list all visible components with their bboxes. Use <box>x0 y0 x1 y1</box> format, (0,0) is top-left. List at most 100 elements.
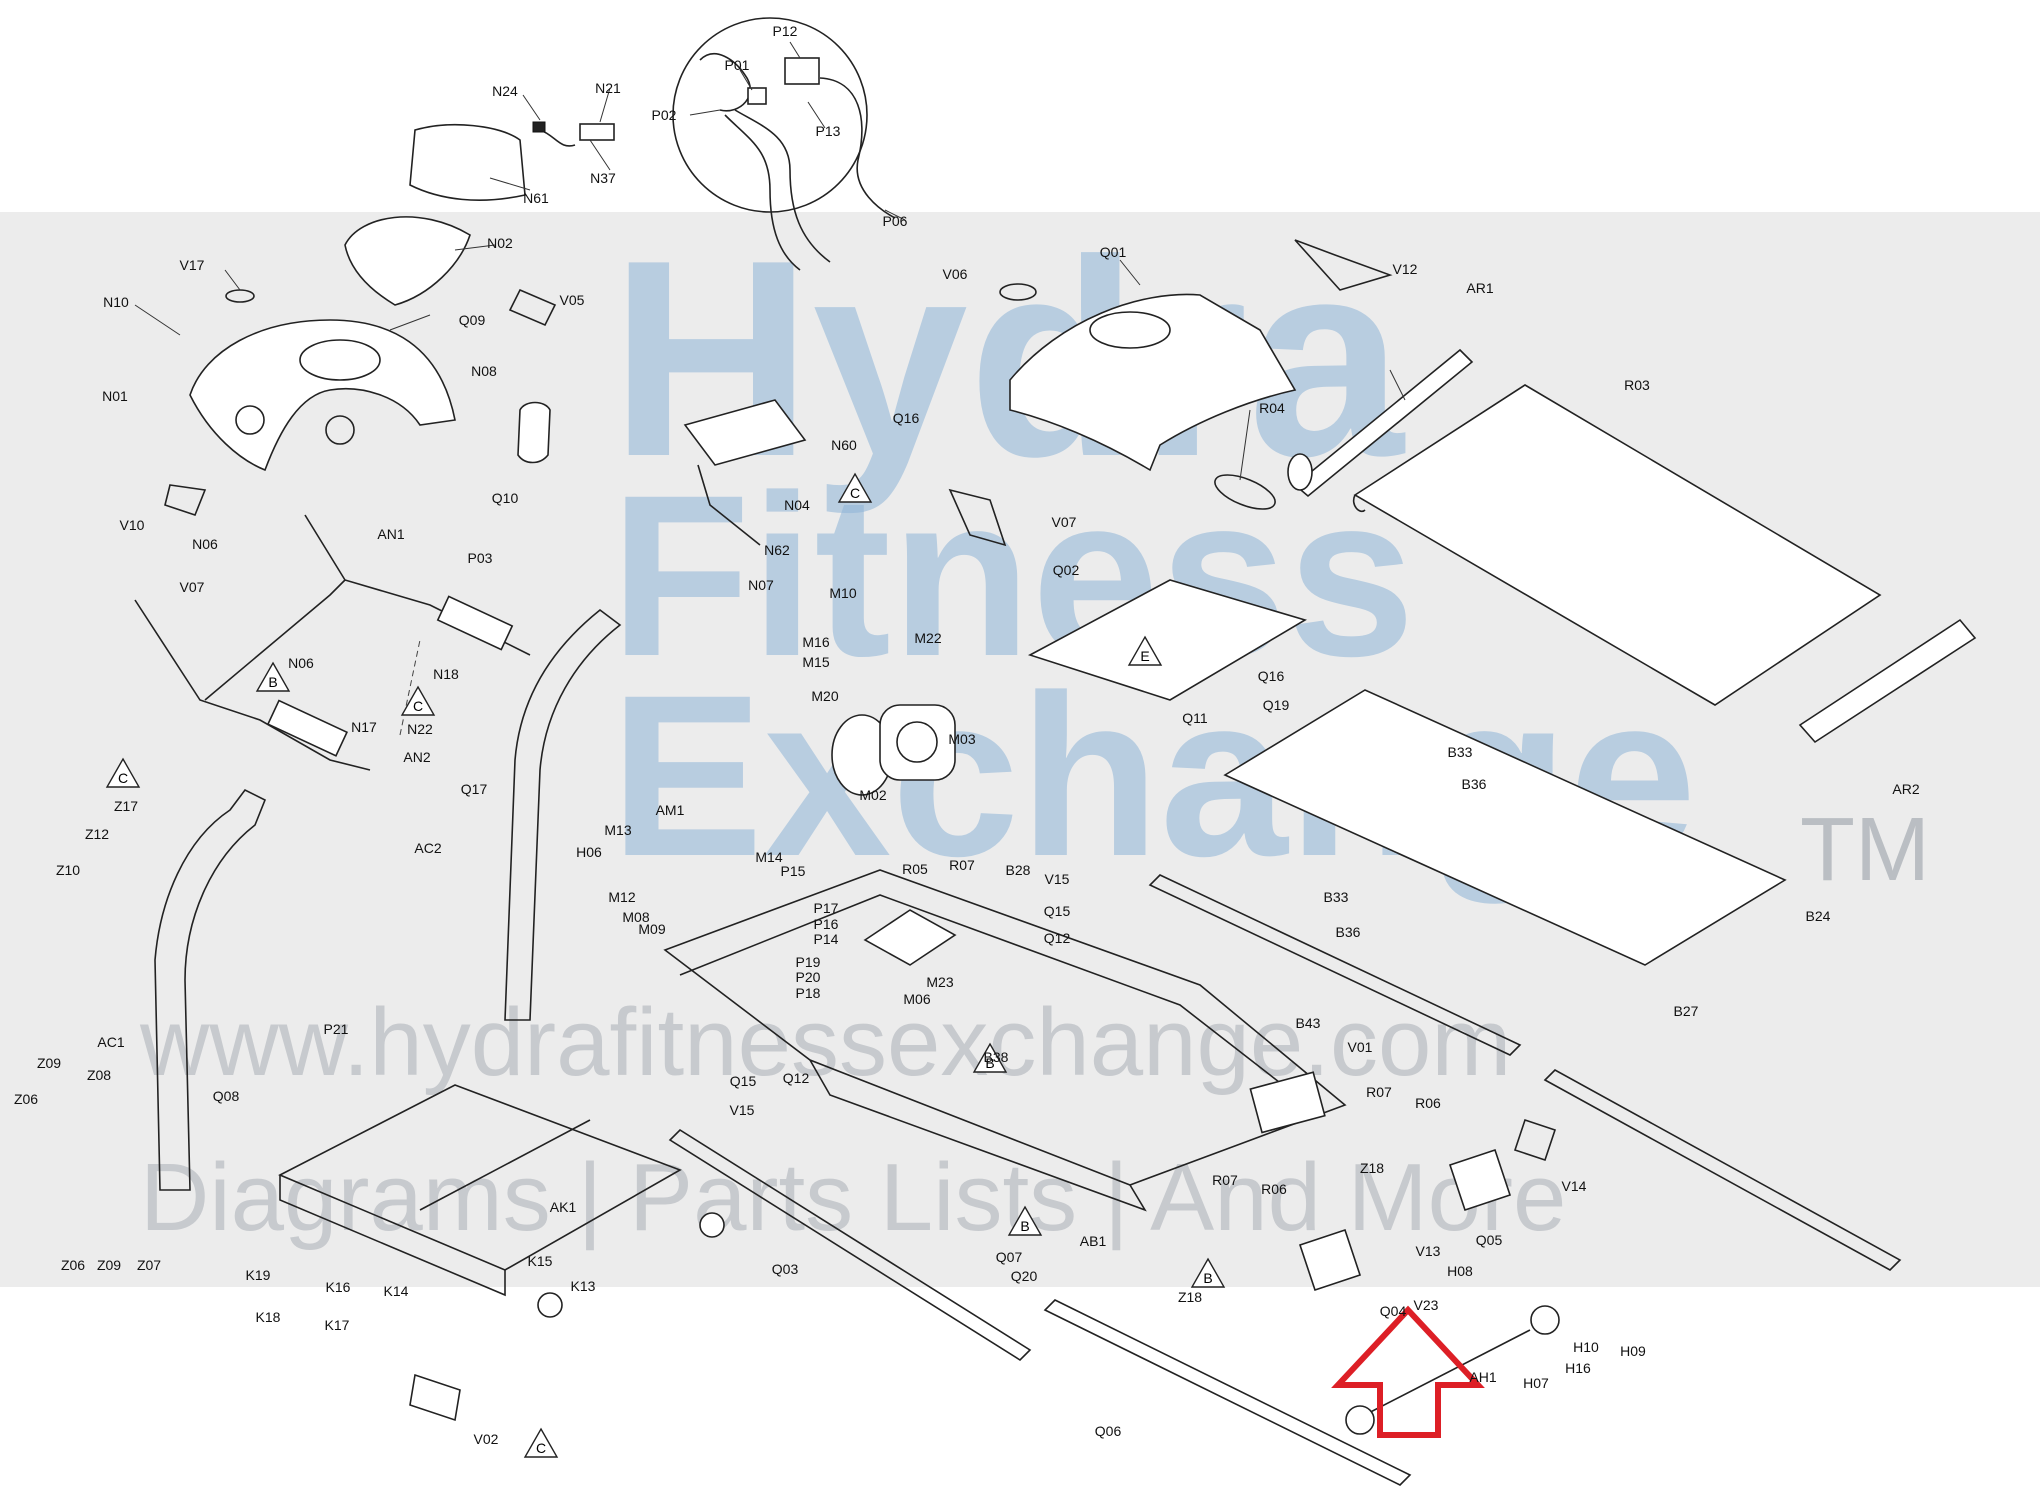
part-label-q04: Q04 <box>1380 1303 1407 1319</box>
warning-triangle-icon <box>523 1427 559 1458</box>
part-label-m13: M13 <box>604 822 631 838</box>
warning-letter: C <box>413 698 423 714</box>
board-bracket-n07 <box>697 464 761 546</box>
part-label-v12: V12 <box>1393 261 1418 277</box>
part-label-ac1: AC1 <box>97 1034 124 1050</box>
rear-roller-ar2 <box>1798 618 1977 744</box>
decal-v05 <box>508 288 557 327</box>
part-label-k15: K15 <box>528 1253 553 1269</box>
part-label-p14: P14 <box>814 931 839 947</box>
side-rail-insert-v14 <box>1543 1069 1902 1271</box>
part-label-r07a: R07 <box>949 857 975 873</box>
part-label-q06: Q06 <box>1095 1423 1122 1439</box>
warning-letter: E <box>1140 648 1149 664</box>
warning-triangle-icon <box>837 472 873 503</box>
part-label-an1: AN1 <box>377 526 404 542</box>
part-label-q02: Q02 <box>1053 562 1080 578</box>
hood-base-q02 <box>1027 579 1307 701</box>
part-label-p02: P02 <box>652 107 677 123</box>
part-label-n17: N17 <box>351 719 377 735</box>
part-label-n01: N01 <box>102 388 128 404</box>
part-label-v13: V13 <box>1416 1243 1441 1259</box>
part-label-v05: V05 <box>560 292 585 308</box>
part-label-q16a: Q16 <box>893 410 920 426</box>
warning-triangle-icon <box>1007 1205 1043 1236</box>
warning-triangle: B <box>255 661 291 692</box>
console-cover-n61 <box>409 124 526 201</box>
leveling-foot-k13 <box>537 1292 563 1318</box>
part-label-ar1: AR1 <box>1466 280 1493 296</box>
part-label-p03: P03 <box>468 550 493 566</box>
base-cross-member <box>419 1119 591 1211</box>
running-deck-b27 <box>1223 689 1787 966</box>
wiring-detail-circle <box>672 17 868 213</box>
part-label-v14: V14 <box>1562 1178 1587 1194</box>
part-label-v15a: V15 <box>1045 871 1070 887</box>
part-label-q03: Q03 <box>772 1261 799 1277</box>
warning-letter: B <box>985 1055 994 1071</box>
console-mount-guide <box>399 639 421 736</box>
part-label-n37: N37 <box>590 170 616 186</box>
leveling-foot-right <box>699 1212 725 1238</box>
part-label-r07b: R07 <box>1366 1084 1392 1100</box>
part-label-v06: V06 <box>943 266 968 282</box>
handlebar-crossbar <box>204 579 346 701</box>
part-label-m02: M02 <box>859 787 886 803</box>
warning-triangle: E <box>1127 635 1163 666</box>
rear-roller-wheel-left <box>1345 1405 1375 1435</box>
console-speaker-left <box>235 405 265 435</box>
part-label-h08: H08 <box>1447 1263 1473 1279</box>
warning-triangle-icon <box>1127 635 1163 666</box>
warning-triangle-icon <box>1190 1257 1226 1288</box>
part-label-m23: M23 <box>926 974 953 990</box>
motor-endcap <box>896 721 938 763</box>
warning-triangle: B <box>1190 1257 1226 1288</box>
part-label-r07c: R07 <box>1212 1172 1238 1188</box>
part-label-h10: H10 <box>1573 1339 1599 1355</box>
part-label-n10: N10 <box>103 294 129 310</box>
part-label-q12b: Q12 <box>783 1070 810 1086</box>
decal-v07 <box>948 488 1007 547</box>
part-label-n60: N60 <box>831 437 857 453</box>
part-label-p12: P12 <box>773 23 798 39</box>
warning-letter: B <box>1203 1270 1212 1286</box>
part-label-n18: N18 <box>433 666 459 682</box>
part-label-r03: R03 <box>1624 377 1650 393</box>
part-label-b36a: B36 <box>1462 776 1487 792</box>
side-rail-insert-q06 <box>1043 1299 1412 1486</box>
part-label-m10: M10 <box>829 585 856 601</box>
part-label-v07b: V07 <box>1052 514 1077 530</box>
part-label-b36b: B36 <box>1336 924 1361 940</box>
part-label-r06b: R06 <box>1261 1181 1287 1197</box>
part-label-k18: K18 <box>256 1309 281 1325</box>
drive-belt-r04 <box>1214 474 1276 510</box>
warning-triangle-icon <box>972 1042 1008 1073</box>
part-label-n06a: N06 <box>192 536 218 552</box>
running-belt-r03 <box>1353 384 1882 706</box>
part-label-k14: K14 <box>384 1283 409 1299</box>
part-label-b38: B38 <box>984 1049 1009 1065</box>
rear-roller-shaft-ah1 <box>1354 1329 1531 1421</box>
hood-vent <box>1089 311 1171 349</box>
part-label-r06a: R06 <box>1415 1095 1441 1111</box>
base-frame-front-edge <box>279 1175 506 1297</box>
ground-wire-1 <box>734 109 831 263</box>
rear-endcap-q04 <box>1298 1228 1362 1292</box>
part-label-q17: Q17 <box>461 781 488 797</box>
part-label-n21: N21 <box>595 80 621 96</box>
part-label-v10: V10 <box>120 517 145 533</box>
part-label-k13: K13 <box>571 1278 596 1294</box>
highlight-arrow <box>1331 1305 1485 1438</box>
part-label-q15b: Q15 <box>730 1073 757 1089</box>
part-label-m20: M20 <box>811 688 838 704</box>
part-label-q12a: Q12 <box>1044 930 1071 946</box>
part-label-v23: V23 <box>1414 1297 1439 1313</box>
main-frame-side-rail <box>809 1059 1147 1212</box>
part-label-v15b: V15 <box>730 1102 755 1118</box>
part-label-m03: M03 <box>948 731 975 747</box>
part-label-am1: AM1 <box>656 802 685 818</box>
part-label-ah1: AH1 <box>1469 1369 1496 1385</box>
